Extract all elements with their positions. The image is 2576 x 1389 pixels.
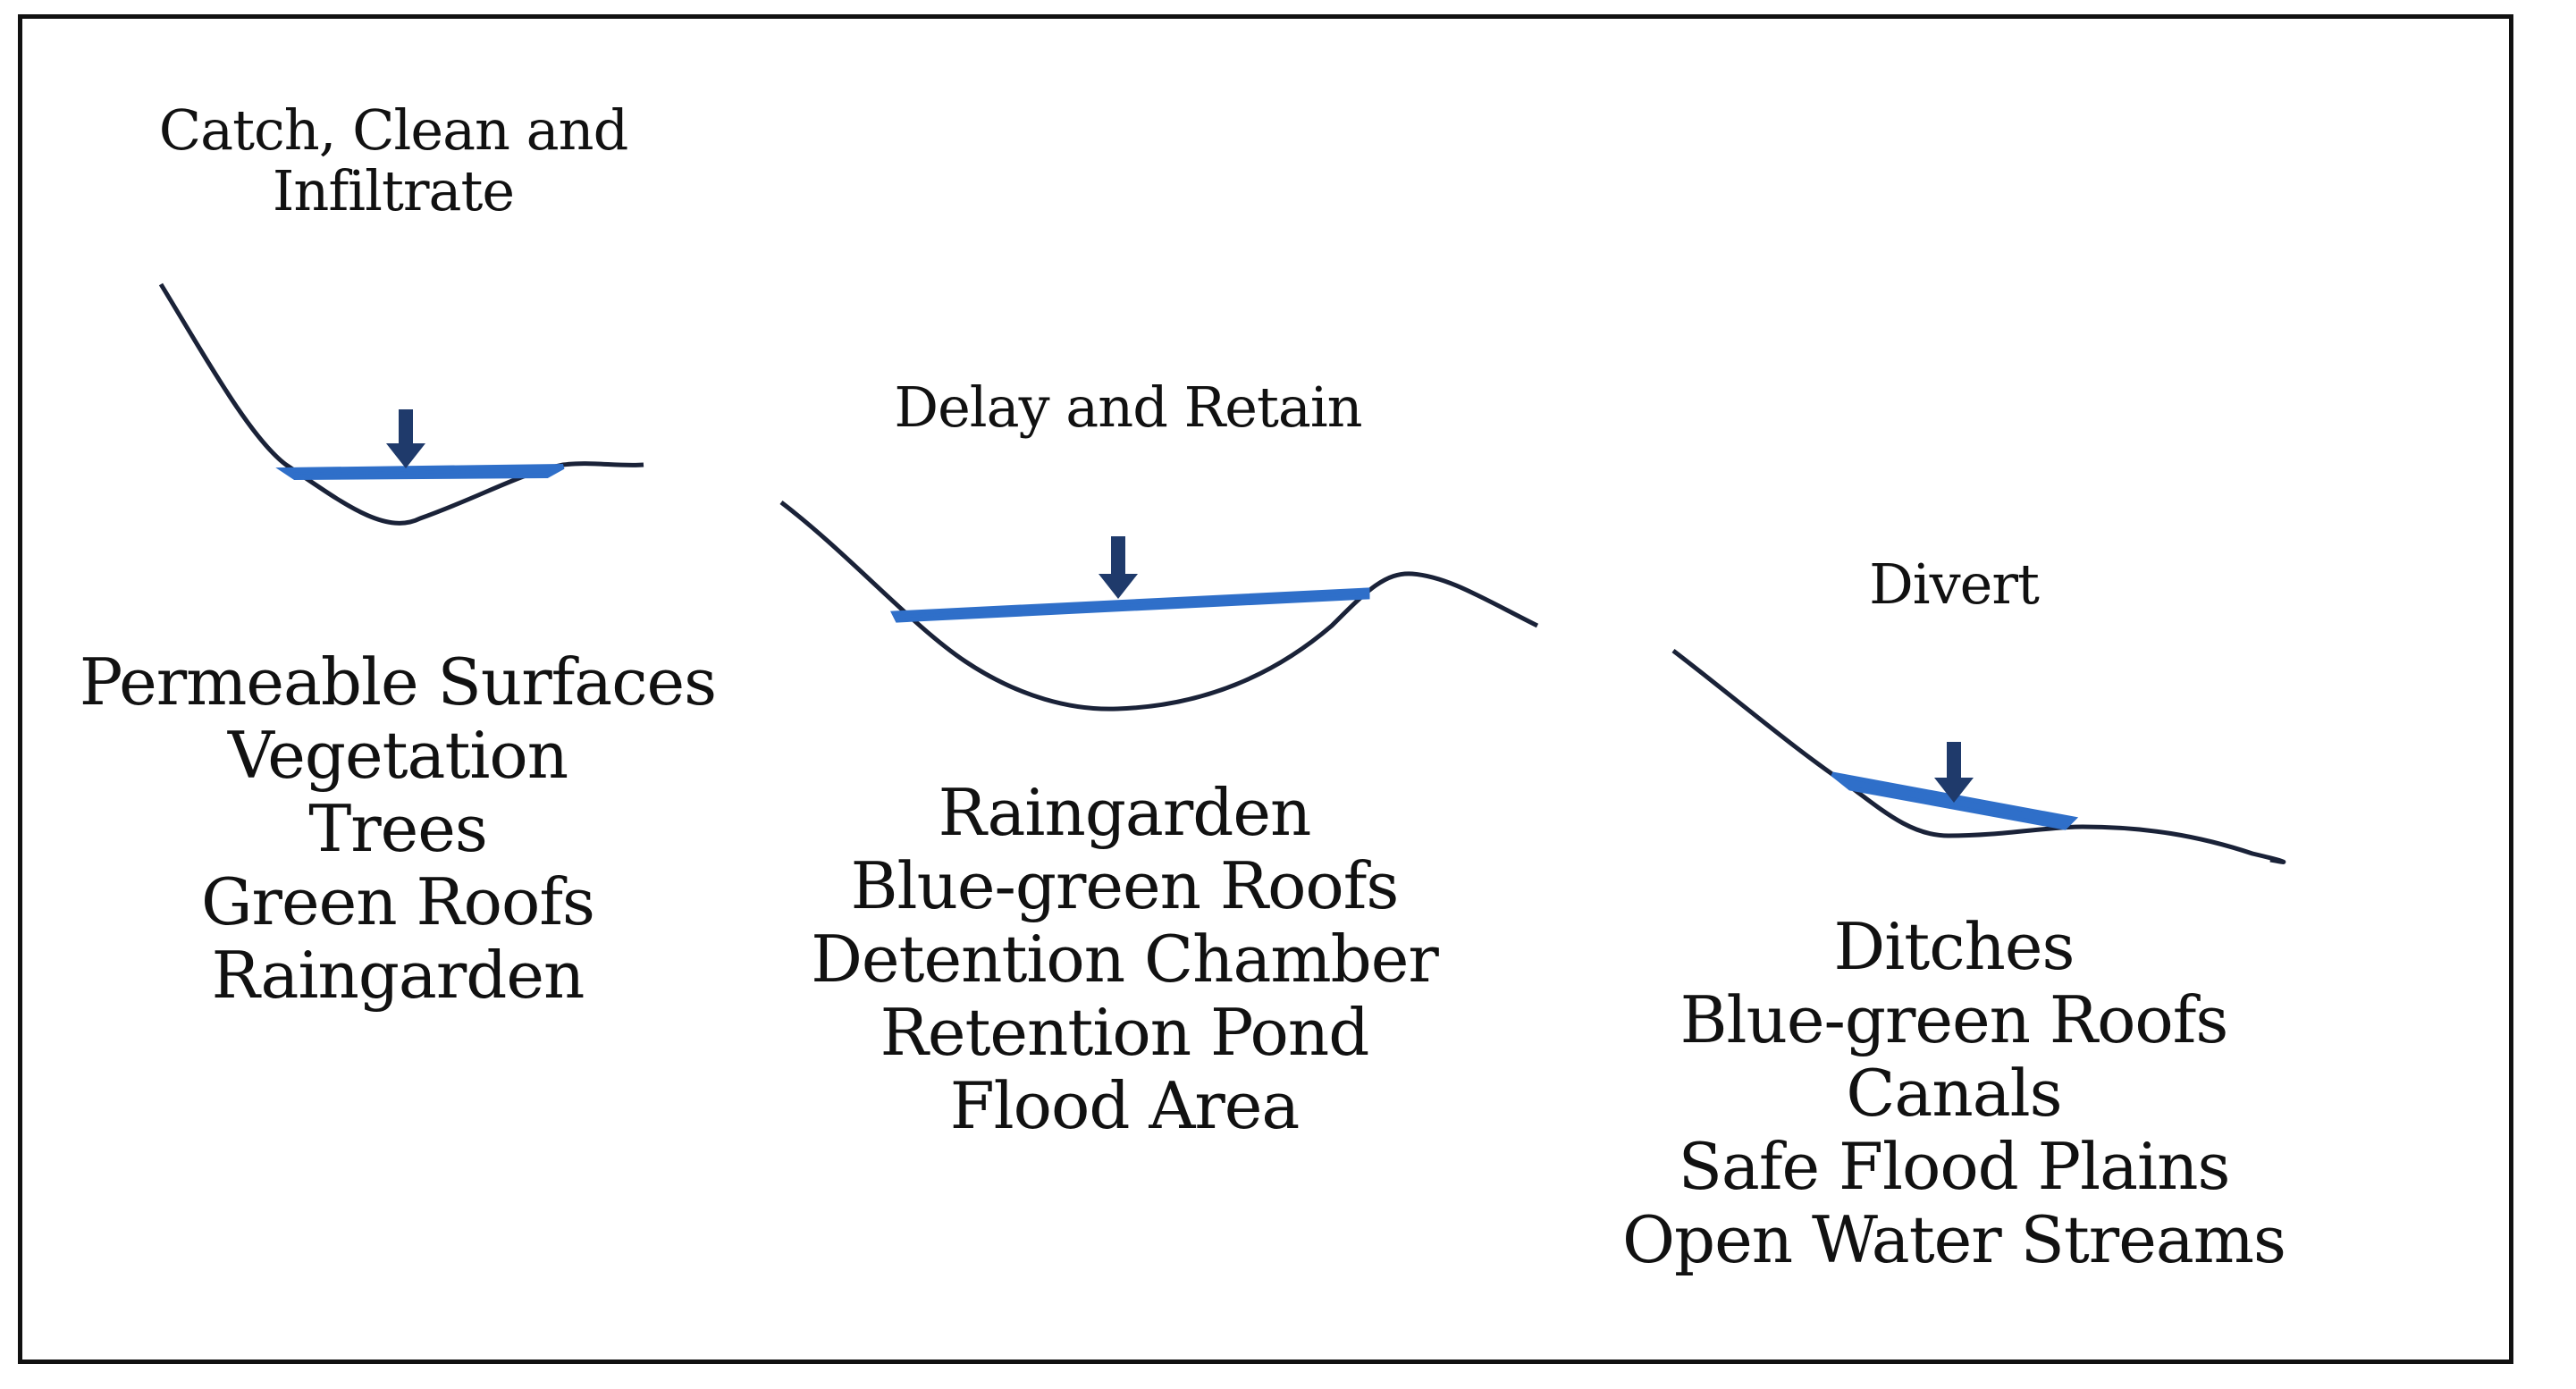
heading-delay-retain: Delay and Retain — [894, 375, 1362, 440]
down-arrow-icon — [386, 409, 425, 468]
ground-line-2 — [779, 501, 1539, 711]
down-arrow-icon — [1934, 742, 1974, 803]
heading-catch-clean-infiltrate: Catch, Clean and Infiltrate — [158, 97, 629, 224]
heading-line-2: Infiltrate — [272, 158, 515, 224]
delay-retain-section — [779, 501, 1539, 711]
heading-line-1: Divert — [1869, 551, 2040, 617]
list-item: Blue-green Roofs — [850, 848, 1400, 923]
list-item: Canals — [1846, 1056, 2062, 1131]
list-item: Vegetation — [227, 718, 568, 793]
diagram-frame — [18, 14, 2513, 1364]
list-item: Permeable Surfaces — [79, 644, 717, 720]
list-item: Trees — [308, 791, 488, 866]
water-surface-1 — [275, 464, 565, 481]
heading-line-1: Delay and Retain — [894, 375, 1362, 440]
ground-line-3 — [1671, 649, 2286, 864]
heading-divert: Divert — [1869, 551, 2040, 617]
heading-line-1: Catch, Clean and — [158, 97, 629, 163]
down-arrow-icon — [1099, 536, 1138, 599]
list-delay-retain: Raingarden Blue-green Roofs Detention Ch… — [811, 775, 1439, 1143]
list-item: Retention Pond — [880, 995, 1370, 1070]
list-item: Safe Flood Plains — [1678, 1129, 2231, 1204]
list-item: Raingarden — [211, 938, 585, 1013]
list-divert: Ditches Blue-green Roofs Canals Safe Flo… — [1622, 910, 2286, 1276]
list-item: Flood Area — [949, 1068, 1301, 1143]
list-item: Ditches — [1833, 909, 2075, 984]
list-item: Raingarden — [938, 775, 1312, 850]
list-item: Detention Chamber — [811, 922, 1439, 997]
catch-clean-infiltrate-section — [158, 282, 644, 526]
list-item: Open Water Streams — [1622, 1202, 2286, 1277]
ground-line-1 — [158, 282, 644, 526]
list-item: Green Roofs — [201, 864, 595, 939]
list-catch-clean-infiltrate: Permeable Surfaces Vegetation Trees Gree… — [79, 644, 717, 1013]
water-surface-2 — [890, 587, 1370, 623]
list-item: Blue-green Roofs — [1679, 982, 2229, 1057]
divert-section — [1671, 649, 2286, 864]
